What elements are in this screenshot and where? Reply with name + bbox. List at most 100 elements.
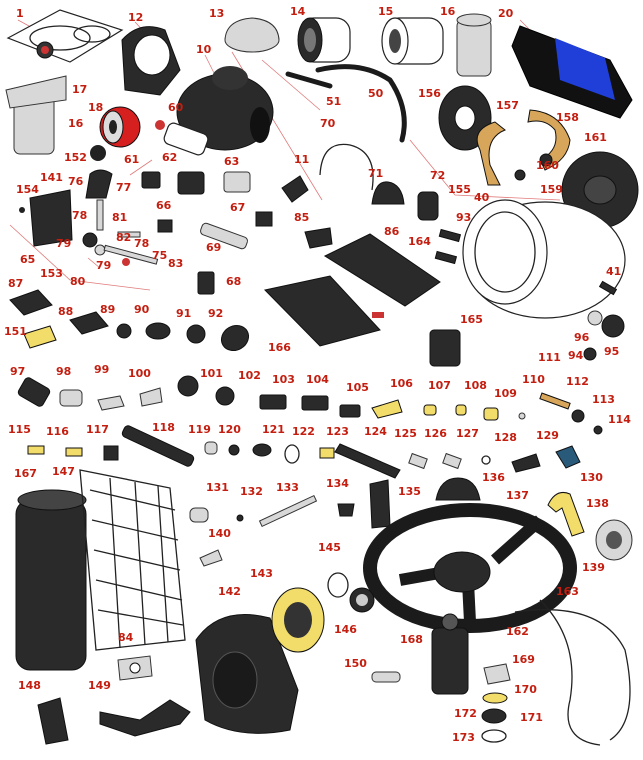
callout-155[interactable]: 155 [448, 183, 471, 196]
callout-173[interactable]: 173 [452, 731, 475, 744]
callout-160[interactable]: 160 [536, 159, 559, 172]
callout-157[interactable]: 157 [496, 99, 519, 112]
callout-129[interactable]: 129 [536, 429, 559, 442]
callout-16[interactable]: 16 [68, 117, 84, 130]
callout-75[interactable]: 75 [152, 249, 168, 262]
callout-109[interactable]: 109 [494, 387, 517, 400]
callout-68[interactable]: 68 [226, 275, 242, 288]
callout-127[interactable]: 127 [456, 427, 479, 440]
callout-41[interactable]: 41 [606, 265, 622, 278]
callout-152[interactable]: 152 [64, 151, 87, 164]
callout-113[interactable]: 113 [592, 393, 615, 406]
callout-99[interactable]: 99 [94, 363, 110, 376]
callout-139[interactable]: 139 [582, 561, 605, 574]
callout-76[interactable]: 76 [68, 175, 84, 188]
callout-1[interactable]: 1 [16, 7, 24, 20]
callout-96[interactable]: 96 [574, 331, 590, 344]
callout-119[interactable]: 119 [188, 423, 211, 436]
callout-83[interactable]: 83 [168, 257, 184, 270]
callout-79[interactable]: 79 [56, 237, 72, 250]
callout-60[interactable]: 60 [168, 101, 184, 114]
callout-145[interactable]: 145 [318, 541, 341, 554]
callout-120[interactable]: 120 [218, 423, 241, 436]
callout-87[interactable]: 87 [8, 277, 24, 290]
callout-104[interactable]: 104 [306, 373, 329, 386]
callout-13[interactable]: 13 [209, 7, 225, 20]
callout-133[interactable]: 133 [276, 481, 299, 494]
callout-80[interactable]: 80 [70, 275, 86, 288]
callout-84[interactable]: 84 [118, 631, 134, 644]
callout-107[interactable]: 107 [428, 379, 451, 392]
callout-95[interactable]: 95 [604, 345, 620, 358]
callout-70[interactable]: 70 [320, 117, 336, 130]
callout-92[interactable]: 92 [208, 307, 224, 320]
callout-169[interactable]: 169 [512, 653, 535, 666]
callout-105[interactable]: 105 [346, 381, 369, 394]
callout-65[interactable]: 65 [20, 253, 36, 266]
callout-89[interactable]: 89 [100, 303, 116, 316]
callout-98[interactable]: 98 [56, 365, 72, 378]
callout-66[interactable]: 66 [156, 199, 172, 212]
callout-165[interactable]: 165 [460, 313, 483, 326]
callout-134[interactable]: 134 [326, 477, 349, 490]
callout-141[interactable]: 141 [40, 171, 63, 184]
callout-100[interactable]: 100 [128, 367, 151, 380]
callout-149[interactable]: 149 [88, 679, 111, 692]
callout-148[interactable]: 148 [18, 679, 41, 692]
callout-67[interactable]: 67 [230, 201, 246, 214]
callout-103[interactable]: 103 [272, 373, 295, 386]
callout-12[interactable]: 12 [128, 11, 144, 24]
callout-18[interactable]: 18 [88, 101, 104, 114]
callout-102[interactable]: 102 [238, 369, 261, 382]
callout-146[interactable]: 146 [334, 623, 357, 636]
callout-81[interactable]: 81 [112, 211, 128, 224]
callout-118[interactable]: 118 [152, 421, 175, 434]
callout-168[interactable]: 168 [400, 633, 423, 646]
callout-10[interactable]: 10 [196, 43, 212, 56]
callout-154[interactable]: 154 [16, 183, 39, 196]
callout-106[interactable]: 106 [390, 377, 413, 390]
callout-77[interactable]: 77 [116, 181, 132, 194]
callout-93[interactable]: 93 [456, 211, 472, 224]
callout-147[interactable]: 147 [52, 465, 75, 478]
callout-167[interactable]: 167 [14, 467, 37, 480]
callout-112[interactable]: 112 [566, 375, 589, 388]
callout-166[interactable]: 166 [268, 341, 291, 354]
callout-71[interactable]: 71 [368, 167, 384, 180]
callout-62[interactable]: 62 [162, 151, 178, 164]
callout-78[interactable]: 78 [72, 209, 88, 222]
callout-61[interactable]: 61 [124, 153, 140, 166]
callout-138[interactable]: 138 [586, 497, 609, 510]
callout-85[interactable]: 85 [294, 211, 310, 224]
callout-116[interactable]: 116 [46, 425, 69, 438]
callout-82[interactable]: 82 [116, 231, 132, 244]
callout-14[interactable]: 14 [290, 5, 306, 18]
callout-94[interactable]: 94 [568, 349, 584, 362]
callout-163[interactable]: 163 [556, 585, 579, 598]
callout-69[interactable]: 69 [206, 241, 222, 254]
callout-170[interactable]: 170 [514, 683, 537, 696]
callout-108[interactable]: 108 [464, 379, 487, 392]
callout-126[interactable]: 126 [424, 427, 447, 440]
callout-114[interactable]: 114 [608, 413, 631, 426]
callout-131[interactable]: 131 [206, 481, 229, 494]
callout-121[interactable]: 121 [262, 423, 285, 436]
callout-159[interactable]: 159 [540, 183, 563, 196]
callout-110[interactable]: 110 [522, 373, 545, 386]
callout-40[interactable]: 40 [474, 191, 490, 204]
callout-20[interactable]: 20 [498, 7, 514, 20]
callout-124[interactable]: 124 [364, 425, 387, 438]
callout-91[interactable]: 91 [176, 307, 192, 320]
callout-135[interactable]: 135 [398, 485, 421, 498]
callout-171[interactable]: 171 [520, 711, 543, 724]
callout-164[interactable]: 164 [408, 235, 431, 248]
callout-172[interactable]: 172 [454, 707, 477, 720]
callout-140[interactable]: 140 [208, 527, 231, 540]
callout-78[interactable]: 78 [134, 237, 150, 250]
callout-63[interactable]: 63 [224, 155, 240, 168]
callout-143[interactable]: 143 [250, 567, 273, 580]
callout-162[interactable]: 162 [506, 625, 529, 638]
callout-128[interactable]: 128 [494, 431, 517, 444]
callout-90[interactable]: 90 [134, 303, 150, 316]
callout-137[interactable]: 137 [506, 489, 529, 502]
